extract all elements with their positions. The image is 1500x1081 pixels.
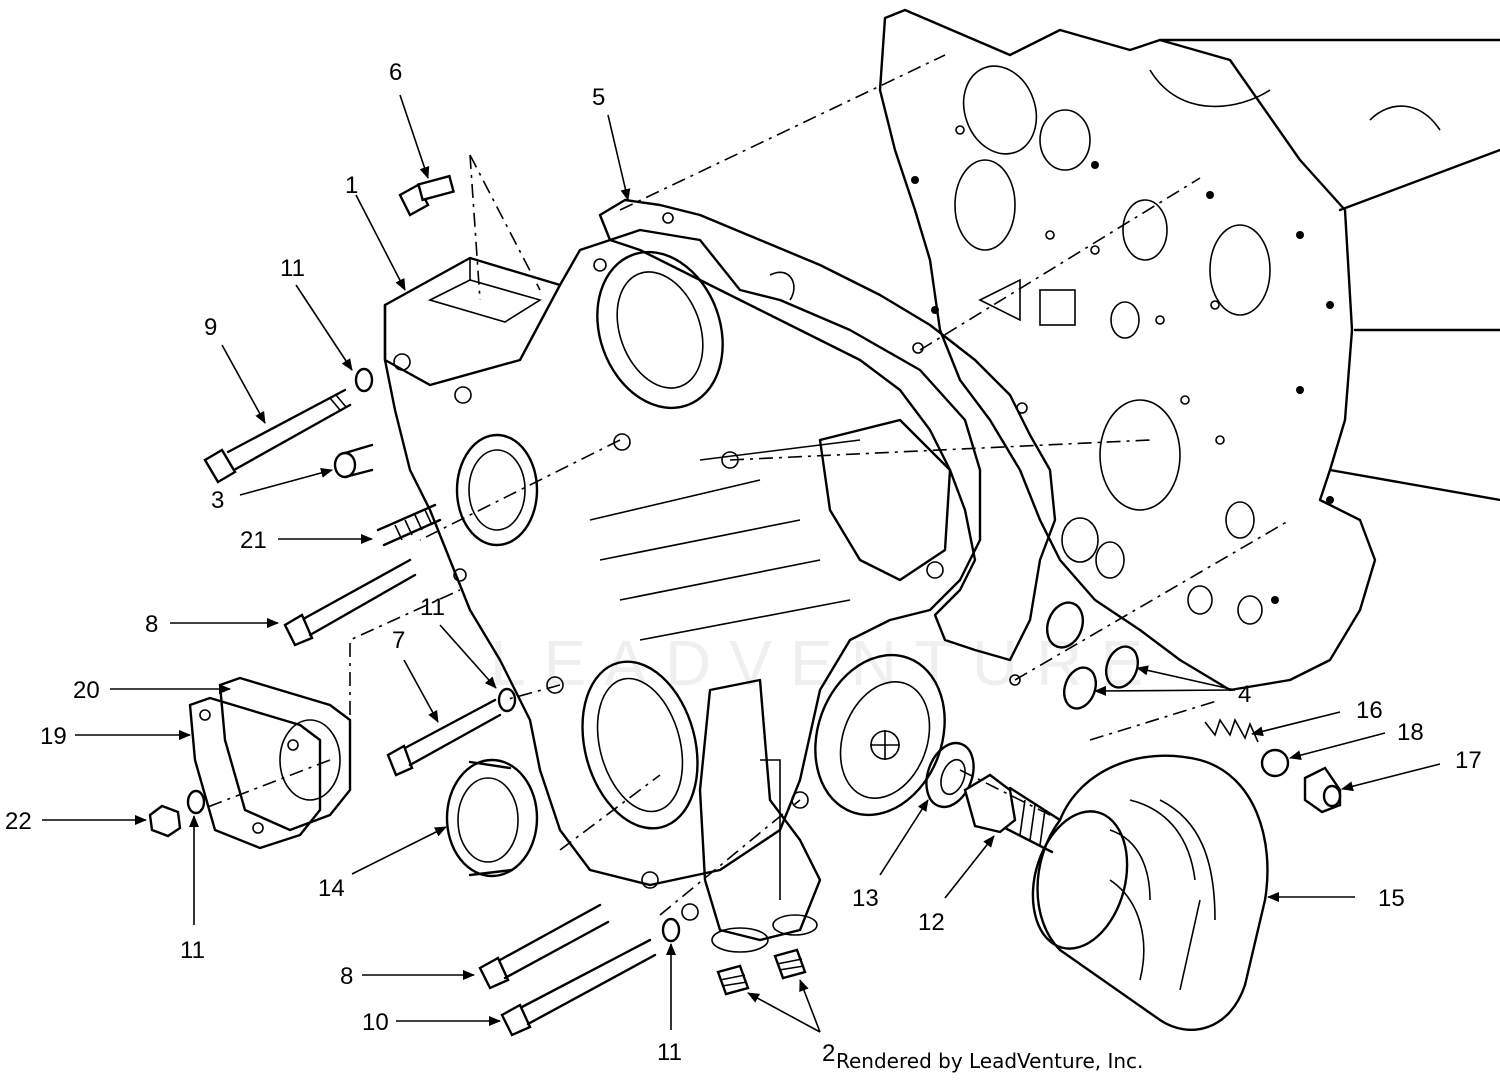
part-8-lower-bolt [478, 903, 610, 990]
alignment-lines [199, 54, 1291, 916]
callout-1: 1 [345, 172, 358, 199]
part-16-spring [1204, 718, 1259, 743]
callout-17: 17 [1455, 747, 1482, 774]
part-12-fitting [963, 773, 1062, 854]
callout-7: 7 [392, 627, 405, 654]
part-18-ball [1260, 748, 1290, 778]
part-13-gasket [925, 741, 975, 809]
part-8-upper-bolt [283, 558, 417, 647]
callout-8-lower: 8 [340, 963, 353, 990]
callout-9: 9 [204, 314, 217, 341]
callout-21: 21 [240, 527, 267, 554]
callout-11-middle: 11 [420, 594, 445, 621]
part-22-nut [148, 804, 182, 838]
part-7-bolt [386, 698, 502, 777]
callout-5: 5 [592, 84, 605, 111]
leader-lines [42, 94, 1441, 1033]
callout-22: 22 [5, 808, 32, 835]
part-19-20-cover-plate [188, 676, 352, 850]
part-15-oil-filter [1031, 754, 1269, 1032]
part-9-bolt [203, 388, 352, 484]
callout-12: 12 [918, 909, 945, 936]
engine-block [878, 8, 1500, 692]
callout-10: 10 [362, 1009, 389, 1036]
part-11-washers [186, 367, 681, 943]
callout-labels: 1 2 3 4 5 6 7 8 8 9 10 11 11 11 11 12 13… [5, 59, 1482, 1067]
callout-11-top: 11 [280, 255, 305, 282]
part-10-bolt [500, 938, 657, 1037]
front-timing-cover [383, 228, 982, 953]
callout-6: 6 [389, 59, 402, 86]
rendered-by-credit: Rendered by LeadVenture, Inc. [836, 1049, 1143, 1073]
part-6-plug [398, 174, 455, 217]
front-cover-gasket [598, 198, 1057, 686]
part-3-dowel [333, 443, 374, 479]
part-17-plug [1303, 766, 1342, 814]
callout-15: 15 [1378, 885, 1405, 912]
callout-3: 3 [211, 487, 224, 514]
callout-19: 19 [40, 723, 67, 750]
part-2-plugs [716, 948, 807, 996]
callout-14: 14 [318, 875, 345, 902]
callout-20: 20 [73, 677, 100, 704]
callout-4: 4 [1238, 681, 1251, 708]
callout-13: 13 [852, 885, 879, 912]
watermark: LEADVENTURE [490, 627, 1161, 699]
callout-2: 2 [822, 1040, 835, 1067]
part-14-seal [445, 758, 539, 878]
callout-11-left: 11 [180, 937, 205, 964]
callout-18: 18 [1397, 719, 1424, 746]
part-21-stud [376, 503, 442, 547]
callout-16: 16 [1356, 697, 1383, 724]
filter-adapter [814, 653, 946, 817]
callout-8-upper: 8 [145, 611, 158, 638]
callout-11-bottom: 11 [657, 1039, 682, 1066]
